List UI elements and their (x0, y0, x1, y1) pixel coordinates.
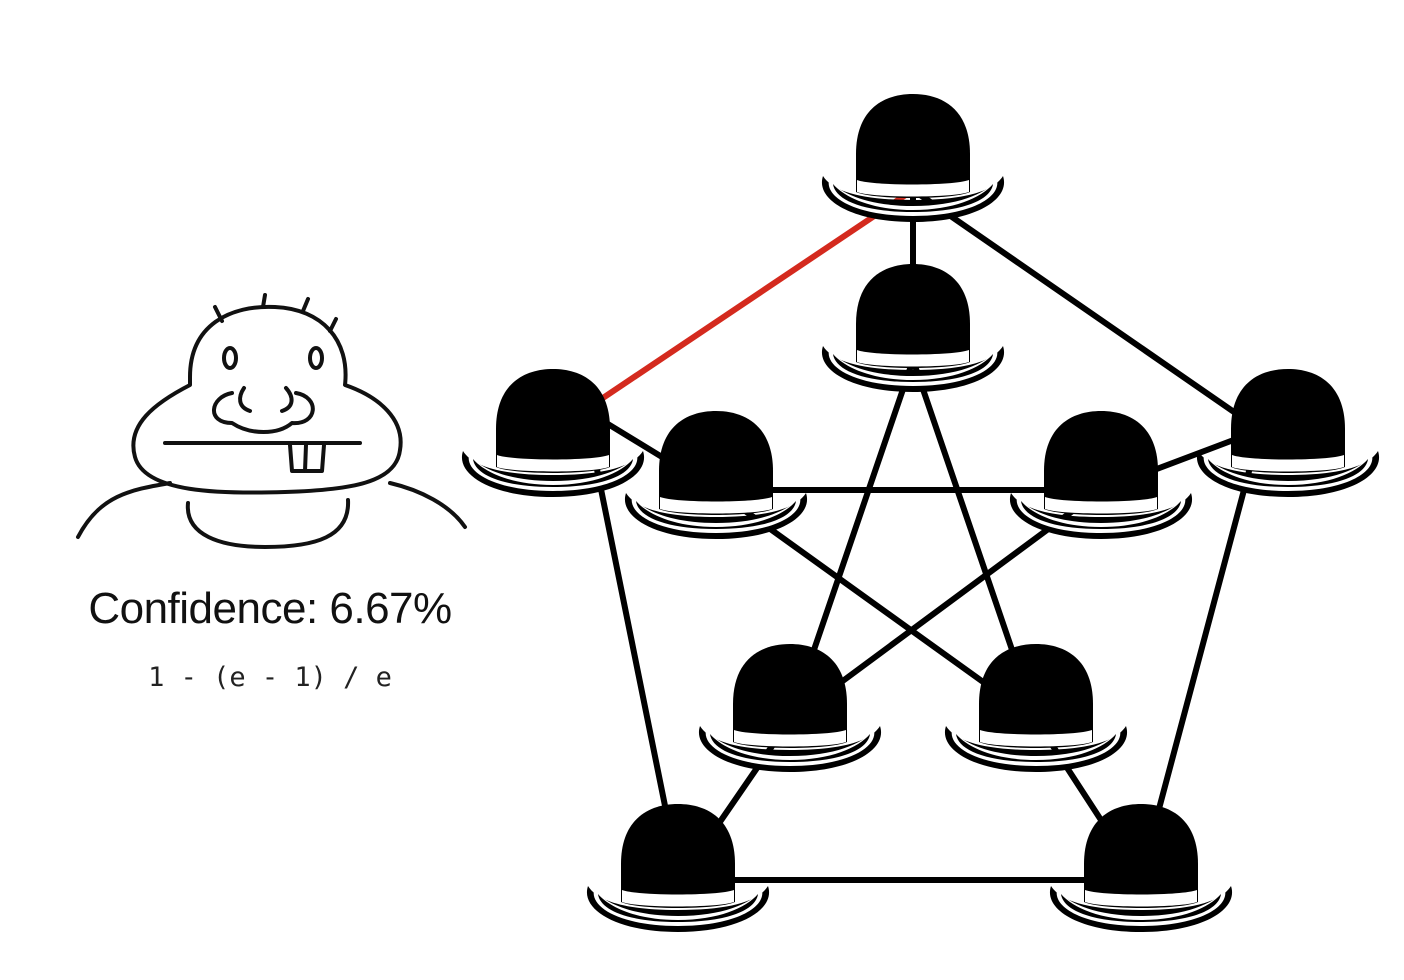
edge-o5-o1 (910, 187, 1263, 433)
bowler-hat-icon-i2 (624, 411, 808, 539)
bowler-hat-icon-o1 (821, 94, 1005, 222)
mole-sketch-icon (76, 293, 467, 549)
graph-nodes (461, 94, 1380, 932)
bowler-hat-icon-i5 (1009, 411, 1193, 539)
confidence-label: Confidence: 6.67% (88, 584, 452, 633)
bowler-hat-icon-i1 (821, 264, 1005, 392)
bowler-hat-icon-i4 (944, 644, 1128, 772)
edge-o4-o5 (1137, 427, 1263, 883)
highlighted-edge-o1-o2 (582, 187, 916, 413)
bowler-hat-icon-i3 (698, 644, 882, 772)
bowler-hat-icon-o5 (1196, 369, 1380, 497)
bowler-hat-icon-o3 (586, 804, 770, 932)
confidence-formula: 1 - (e - 1) / e (148, 662, 392, 693)
bowler-hat-icon-o4 (1049, 804, 1233, 932)
